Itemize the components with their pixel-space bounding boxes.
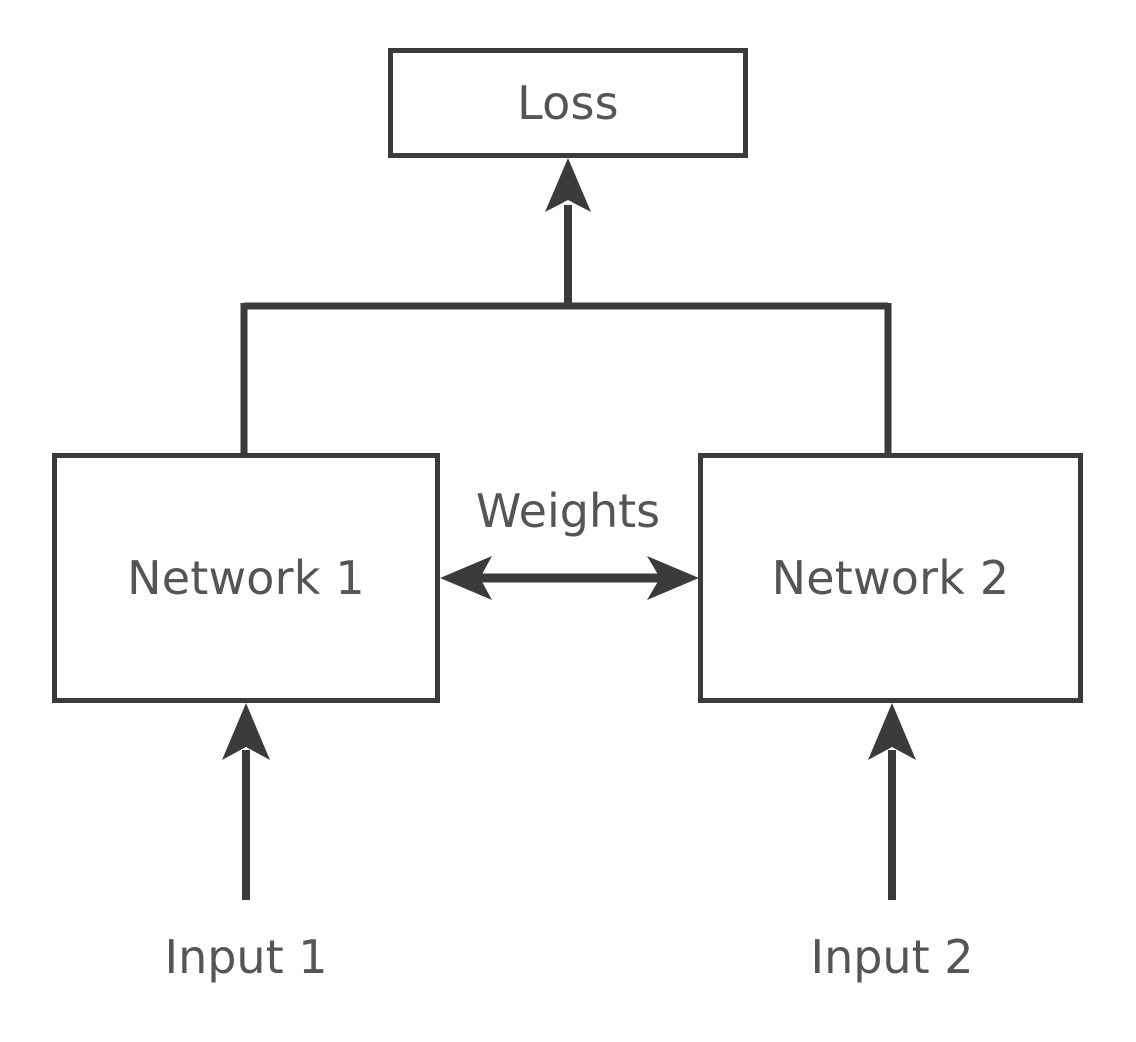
label-input-2: Input 2 [810,930,974,984]
node-network-2-label: Network 2 [771,551,1010,605]
label-input-1: Input 1 [164,930,328,984]
node-network-2[interactable]: Network 2 [698,453,1083,703]
input-2-arrow [868,703,916,900]
weights-double-arrow [440,556,699,600]
node-network-1-label: Network 1 [127,551,365,605]
node-network-1[interactable]: Network 1 [52,453,440,703]
node-loss-label: Loss [517,76,619,130]
edge-label-weights: Weights [475,484,661,538]
input-1-arrow [222,703,270,900]
loss-merge-connector [240,158,892,456]
node-loss[interactable]: Loss [388,48,748,158]
